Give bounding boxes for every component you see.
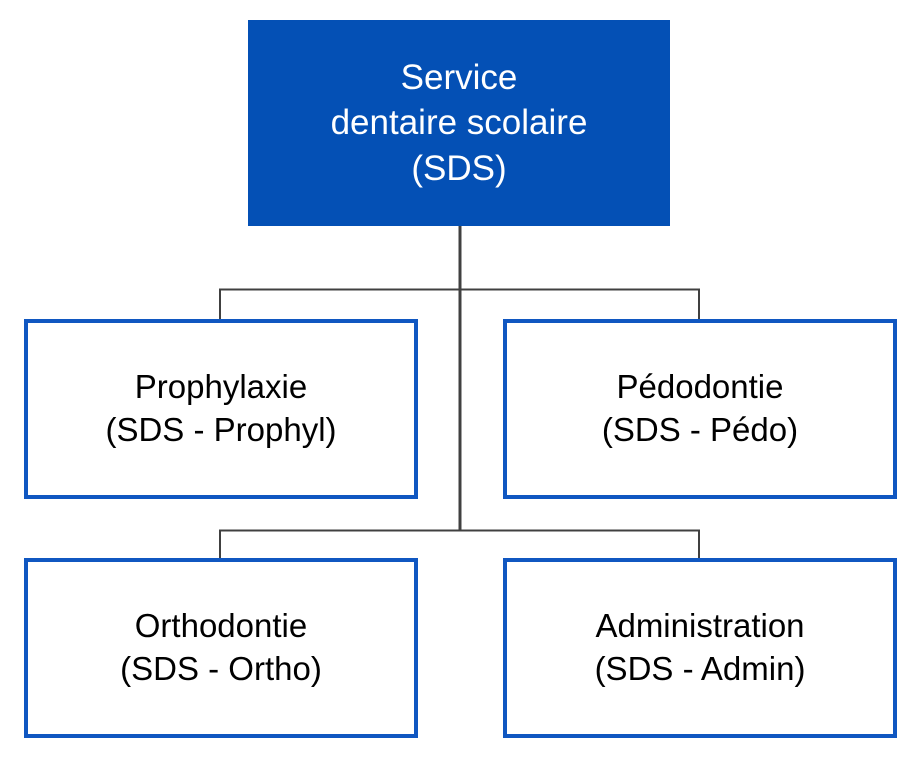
node-root-line-1: Service — [400, 57, 518, 97]
node-administration-code: (SDS - Admin) — [594, 650, 806, 687]
node-orthodontie[interactable]: Orthodontie (SDS - Ortho) — [24, 558, 418, 738]
node-prophylaxie[interactable]: Prophylaxie (SDS - Prophyl) — [24, 319, 418, 499]
node-prophylaxie-code: (SDS - Prophyl) — [105, 411, 337, 448]
node-prophylaxie-title: Prophylaxie — [134, 368, 308, 406]
node-administration[interactable]: Administration (SDS - Admin) — [503, 558, 897, 738]
node-root-line-2: dentaire scolaire — [330, 103, 588, 143]
node-orthodontie-code: (SDS - Ortho) — [120, 650, 322, 687]
node-pedodontie-code: (SDS - Pédo) — [601, 411, 799, 448]
node-service-dentaire-scolaire[interactable]: Service dentaire scolaire (SDS) — [248, 20, 670, 226]
node-pedodontie-title: Pédodontie — [616, 368, 784, 406]
node-administration-title: Administration — [595, 607, 805, 645]
node-root-abbreviation: (SDS) — [411, 148, 507, 188]
node-orthodontie-title: Orthodontie — [134, 607, 308, 645]
node-pedodontie[interactable]: Pédodontie (SDS - Pédo) — [503, 319, 897, 499]
